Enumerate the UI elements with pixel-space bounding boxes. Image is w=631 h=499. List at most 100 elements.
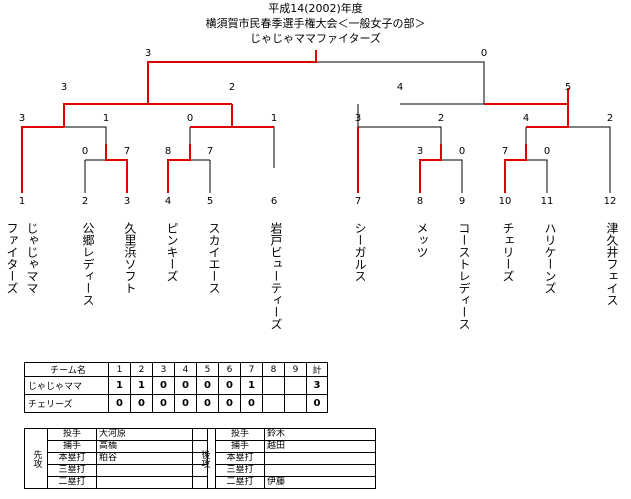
scoreboard-header: チーム名 1 2 3 4 5 6 7 8 9 計 (24, 362, 328, 377)
seed-number: 12 (603, 196, 617, 207)
inning-runs (262, 394, 285, 413)
winner-line (419, 144, 442, 193)
seed-number: 10 (498, 196, 512, 207)
seed-number: 3 (123, 196, 131, 207)
team-name: ファイターズ (5, 222, 19, 294)
seed-number: 4 (164, 196, 172, 207)
total-runs: 3 (306, 376, 328, 395)
tournament-bracket (21, 50, 611, 193)
player-name: 鈴木 (264, 428, 376, 441)
match-score: 5 (564, 82, 572, 93)
player-role: 本塁打 (47, 452, 97, 465)
match-score: 2 (228, 82, 236, 93)
match-score: 3 (416, 146, 424, 157)
header-inning: 4 (174, 362, 197, 377)
player-name (264, 464, 376, 477)
first-batting-players: 先攻 投手 大河原 捕手 高橋 本塁打 粕谷 三塁打 二塁打 (24, 428, 208, 489)
match-score: 1 (102, 113, 110, 124)
seed-number: 7 (354, 196, 362, 207)
match-score: 3 (354, 113, 362, 124)
inning-runs: 0 (218, 376, 241, 395)
inning-runs: 0 (130, 394, 153, 413)
inning-runs (262, 376, 285, 395)
team-name: 岩戸ビューティーズ (269, 222, 283, 330)
bracket-line (64, 126, 107, 144)
header-inning: 2 (130, 362, 153, 377)
match-score: 0 (458, 146, 466, 157)
seed-number: 11 (540, 196, 554, 207)
header-inning: 3 (152, 362, 175, 377)
match-score: 1 (270, 113, 278, 124)
match-score: 7 (123, 146, 131, 157)
winner-line (484, 88, 569, 105)
header-team: チーム名 (24, 362, 109, 377)
player-role: 投手 (215, 428, 265, 441)
match-score: 8 (164, 146, 172, 157)
match-score: 3 (144, 48, 152, 59)
player-role: 投手 (47, 428, 97, 441)
inning-runs: 0 (174, 376, 197, 395)
seed-number: 8 (416, 196, 424, 207)
winner-line (167, 144, 191, 193)
player-name: 粕谷 (96, 452, 208, 465)
seed-number: 9 (458, 196, 466, 207)
header-inning: 7 (240, 362, 263, 377)
team-name: コーストレディース (457, 222, 471, 330)
match-score: 7 (206, 146, 214, 157)
player-name: 越田 (264, 440, 376, 453)
team-name: 公郷レディース (81, 222, 95, 306)
player-role: 二塁打 (47, 476, 97, 489)
scoreboard: チーム名 1 2 3 4 5 6 7 8 9 計 じゃじゃママ 1 1 0 0 … (24, 362, 328, 413)
team-name: ハリケーンズ (543, 222, 557, 294)
match-score: 2 (437, 113, 445, 124)
inning-runs: 0 (196, 394, 219, 413)
player-role: 捕手 (47, 440, 97, 453)
inning-runs: 1 (108, 376, 131, 395)
first-batting-label: 先攻 (24, 428, 48, 489)
champion-name: じゃじゃママファイターズ (249, 32, 381, 45)
match-score: 3 (18, 113, 26, 124)
inning-runs (284, 394, 307, 413)
header-inning: 9 (284, 362, 307, 377)
inning-runs: 0 (152, 376, 175, 395)
team-name: シーガルス (353, 222, 367, 282)
match-score: 4 (396, 82, 404, 93)
inning-runs: 1 (130, 376, 153, 395)
scoreboard-row: じゃじゃママ 1 1 0 0 0 0 1 3 (24, 376, 328, 395)
team-name: ピンキーズ (165, 222, 179, 282)
inning-runs: 0 (108, 394, 131, 413)
player-role: 捕手 (215, 440, 265, 453)
inning-runs (284, 376, 307, 395)
player-name: 高橋 (96, 440, 208, 453)
header-total: 計 (306, 362, 328, 377)
total-runs: 0 (306, 394, 328, 413)
winner-line (21, 126, 64, 193)
row-team-name: じゃじゃママ (24, 376, 109, 395)
page-title: 平成14(2002)年度 (268, 2, 363, 15)
match-score: 7 (501, 146, 509, 157)
winner-line (63, 103, 232, 127)
scoreboard-row: チェリーズ 0 0 0 0 0 0 0 0 (24, 394, 328, 413)
match-score: 3 (60, 82, 68, 93)
inning-runs: 0 (152, 394, 175, 413)
bracket-line (526, 159, 548, 193)
team-name: スカイエース (207, 222, 221, 294)
player-name (96, 464, 208, 477)
inning-runs: 0 (240, 394, 263, 413)
player-role: 三塁打 (215, 464, 265, 477)
player-role: 本塁打 (215, 452, 265, 465)
header-inning: 6 (218, 362, 241, 377)
inning-runs: 0 (174, 394, 197, 413)
bracket-line (357, 104, 442, 144)
match-score: 0 (480, 48, 488, 59)
player-name: 大河原 (96, 428, 208, 441)
team-name: じゃじゃママ (25, 222, 39, 294)
player-role: 三塁打 (47, 464, 97, 477)
inning-runs: 1 (240, 376, 263, 395)
seed-number: 2 (81, 196, 89, 207)
seed-number: 5 (206, 196, 214, 207)
inning-runs: 0 (218, 394, 241, 413)
header-inning: 8 (262, 362, 285, 377)
team-name: メッツ (415, 222, 429, 258)
match-score: 0 (186, 113, 194, 124)
